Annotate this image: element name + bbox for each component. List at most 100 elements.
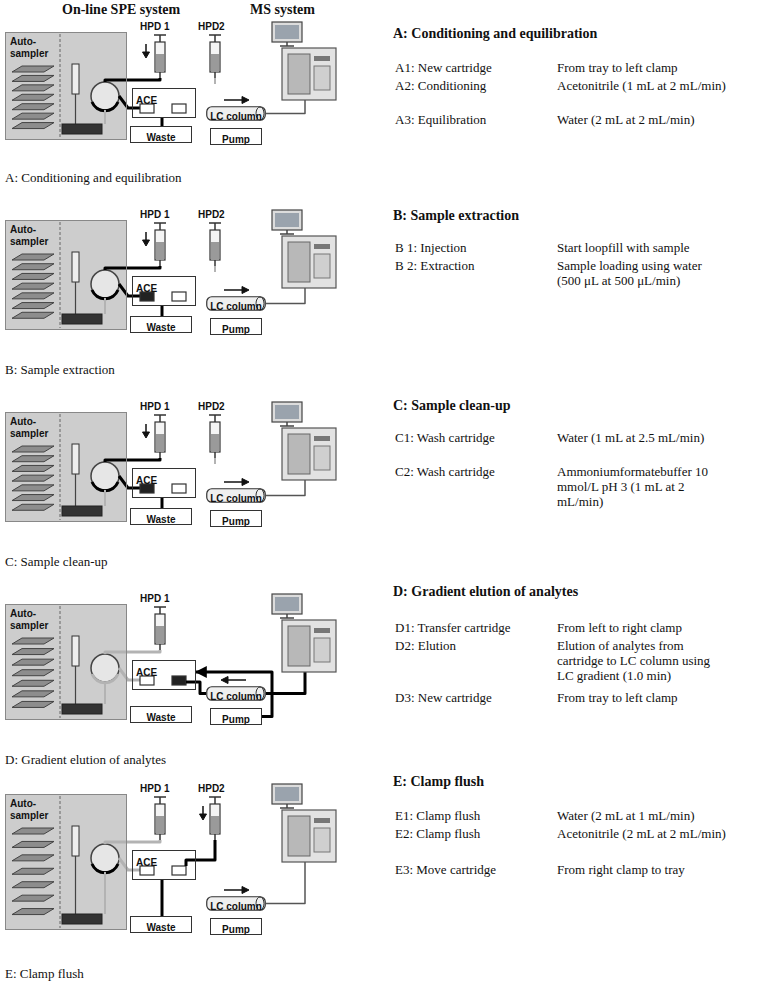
node-label: Auto-sampler (10, 608, 60, 632)
monitor (272, 784, 302, 804)
ms-display (314, 56, 330, 61)
sample-tray (12, 659, 54, 665)
sample-tray (12, 868, 54, 874)
step-name: D3: New cartridge (395, 690, 553, 705)
lc-column: LC column (206, 488, 266, 503)
node-label: Pump (222, 323, 250, 337)
flow-arrowhead (221, 677, 228, 684)
syringe-fluid (156, 816, 164, 834)
ms-source (314, 66, 330, 90)
step-detail: Ammoniumformatebuffer 10 mmol/L pH 3 (1 … (557, 464, 727, 509)
sample-tray (12, 895, 54, 901)
sample-tray (12, 828, 54, 834)
monitor-screen (275, 597, 299, 611)
step-heading: B: Sample extraction (393, 208, 778, 224)
sample-tray (12, 701, 54, 707)
step-name: C2: Wash cartridge (395, 464, 553, 479)
valve-channel (92, 674, 118, 683)
flow-arrowhead (200, 814, 207, 820)
step-name: C1: Wash cartridge (395, 430, 553, 445)
section-heading: MS system (250, 2, 360, 18)
node-label: Waste (146, 711, 175, 725)
tubing (214, 458, 216, 464)
right-clamp (172, 484, 186, 493)
monitor-screen (275, 213, 299, 227)
lc-column: LC column (206, 686, 266, 701)
sample-tray (12, 75, 54, 81)
flow-arrowhead (242, 887, 249, 894)
monitor (272, 210, 302, 230)
sample-tray (12, 254, 54, 260)
node-label: Auto-sampler (10, 416, 60, 440)
monitor-screen (275, 25, 299, 39)
syringe-needle (214, 72, 216, 78)
pump-label: HPD2 (198, 401, 242, 413)
sample-tray (12, 841, 54, 847)
step-detail: Acetonitrile (1 mL at 2 mL/min) (557, 78, 727, 93)
waste-box: Waste (130, 508, 192, 525)
node-label: ACE (136, 667, 157, 679)
ms-source (314, 828, 330, 852)
autosampler-syringe (72, 444, 79, 474)
step-detail: Sample loading using water (500 μL at 50… (557, 258, 727, 288)
ms-instrument (282, 236, 336, 288)
ms-instrument (282, 620, 336, 672)
step-name: A2: Conditioning (395, 78, 553, 93)
ms-instrument (282, 810, 336, 862)
step-name: A3: Equilibration (395, 112, 553, 127)
syringe-barrel (210, 804, 220, 834)
valve-channel (92, 102, 118, 111)
step-detail: From left to right clamp (557, 620, 727, 635)
node-label: Pump (222, 923, 250, 937)
waste-box: Waste (130, 316, 192, 333)
valve-outlet (104, 110, 106, 124)
switching-valve (91, 270, 119, 298)
pump-box: Pump (210, 918, 262, 935)
node-label: ACE (136, 95, 157, 107)
pump-label: HPD2 (198, 209, 242, 221)
sample-tray (12, 691, 54, 697)
sample-tray (12, 283, 54, 289)
step-detail: Acetonitrile (2 mL at 2 mL/min) (557, 826, 727, 841)
ms-display (314, 818, 330, 823)
ms-source (314, 638, 330, 662)
right-clamp (172, 676, 186, 685)
syringe-barrel (155, 230, 165, 260)
ms-display (314, 436, 330, 441)
sample-tray (12, 456, 54, 462)
ace-box: ACE (132, 468, 196, 498)
panel-caption: D: Gradient elution of analytes (5, 752, 305, 767)
ms-inlet-line (266, 288, 305, 304)
step-name: B 1: Injection (395, 240, 553, 255)
autosampler-syringe (72, 636, 79, 666)
sample-tray (12, 855, 54, 861)
step-detail: Elution of analytes from cartridge to LC… (557, 638, 727, 683)
step-heading: E: Clamp flush (393, 774, 778, 790)
sample-tray (12, 882, 54, 888)
syringe-needle (214, 260, 216, 266)
tubing (214, 266, 216, 272)
waste-box: Waste (130, 916, 192, 933)
spe-housing (5, 220, 127, 330)
monitor-screen (275, 405, 299, 419)
ace-box: ACE (132, 276, 196, 306)
syringe-fluid (156, 54, 164, 72)
ms-inlet-line (266, 480, 305, 496)
sample-tray (12, 485, 54, 491)
monitor-stand (280, 614, 294, 618)
node-label: LC column (210, 111, 262, 123)
sample-tray (12, 504, 54, 510)
right-clamp (172, 866, 186, 875)
syringe-barrel (155, 422, 165, 452)
ms-front-panel (288, 816, 310, 856)
node-label: Waste (146, 131, 175, 145)
autosampler-needle (75, 666, 76, 704)
pump-label: HPD 1 (140, 593, 184, 605)
sample-tray (12, 670, 54, 676)
sample-tray (12, 264, 54, 270)
node-label: Pump (222, 133, 250, 147)
step-heading: D: Gradient elution of analytes (393, 584, 778, 600)
step-name: B 2: Extraction (395, 258, 553, 273)
ms-inlet-line (266, 100, 305, 114)
